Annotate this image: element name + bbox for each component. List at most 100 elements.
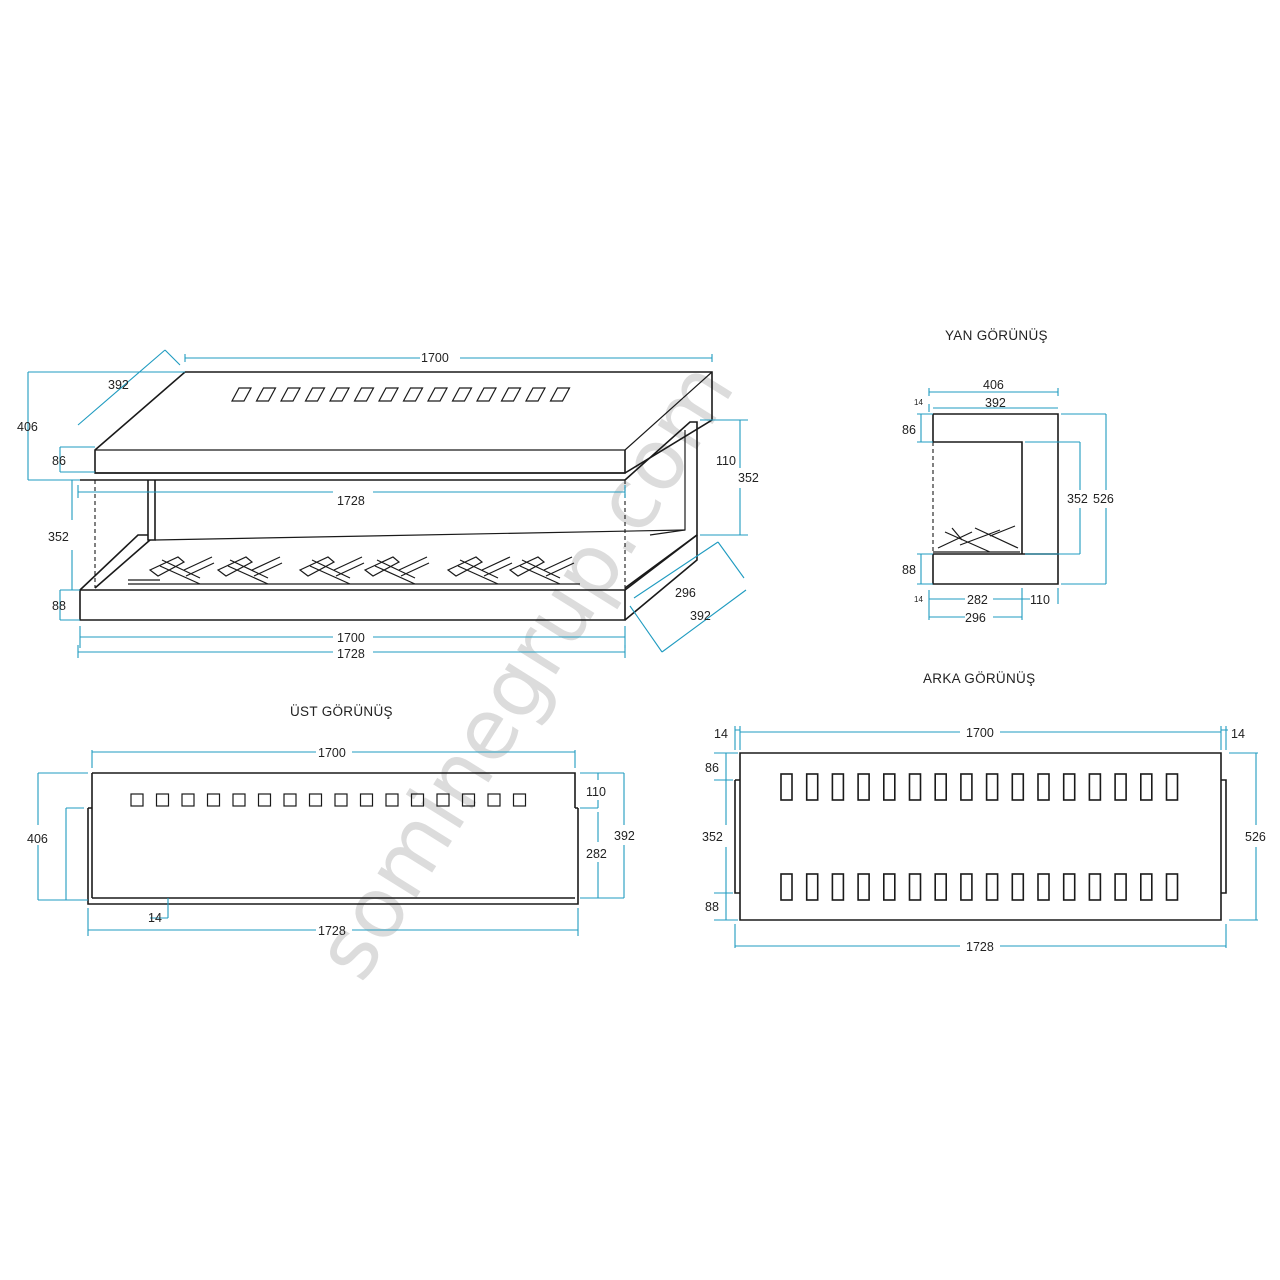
vent-square	[436, 793, 450, 807]
dim-side-tiny-top: 14	[914, 398, 923, 407]
vent-rect	[780, 873, 793, 901]
vent-rect	[1062, 773, 1076, 801]
vent-rect	[1140, 873, 1153, 901]
log-base	[128, 579, 580, 585]
dim-iso-depth-top: 392	[108, 378, 129, 392]
vent-slot	[255, 387, 277, 402]
vent-rect	[1062, 873, 1076, 901]
vent-rect	[908, 773, 922, 801]
log-piece	[363, 556, 430, 585]
dim-iso-depth-b: 392	[690, 609, 711, 623]
dim-iso-width-top: 1700	[421, 351, 449, 365]
dim-iso-right-inner: 352	[738, 471, 759, 485]
dim-side-top-height: 86	[902, 423, 916, 437]
vent-rect	[857, 873, 870, 901]
vent-rect	[805, 873, 819, 901]
vent-square	[334, 793, 348, 807]
log-piece	[446, 556, 513, 585]
dim-top-width: 1700	[318, 746, 346, 760]
dim-top-depth-110: 110	[586, 785, 606, 799]
dim-side-width-total: 406	[983, 378, 1004, 392]
vent-rect	[934, 773, 948, 801]
dim-back-total-height: 526	[1245, 830, 1266, 844]
side-view: YAN GÖRÜNÜŞ 406 392 14 86 352 526 88 14 …	[902, 328, 1114, 625]
vent-square	[410, 793, 425, 807]
dim-back-top-height: 86	[705, 761, 719, 775]
vent-rect	[1140, 773, 1153, 801]
vent-slot	[230, 387, 253, 402]
vent-slot	[475, 387, 498, 402]
dim-iso-top-height: 86	[52, 454, 66, 468]
vent-rect	[857, 773, 870, 801]
vent-rect	[1011, 873, 1025, 901]
vent-rect	[1114, 873, 1127, 901]
vent-square	[181, 793, 195, 807]
dim-iso-inner-height: 352	[48, 530, 69, 544]
dim-back-width: 1700	[966, 726, 994, 740]
dim-iso-width-bottom: 1700	[337, 631, 365, 645]
dim-side-base-height: 88	[902, 563, 916, 577]
vent-square	[155, 793, 170, 807]
vent-slot	[549, 387, 571, 402]
vent-slot	[402, 387, 424, 402]
dim-iso-right-height: 110	[716, 454, 736, 468]
dim-back-left-edge: 14	[714, 727, 728, 741]
back-view-vent-slots	[780, 773, 1179, 901]
vent-rect	[831, 773, 845, 801]
log-piece	[508, 556, 575, 585]
dim-side-inner-height: 352	[1067, 492, 1088, 506]
dim-iso-inner-width: 1728	[337, 494, 365, 508]
dim-side-282: 282	[967, 593, 988, 607]
vent-slot	[304, 387, 326, 402]
vent-rect	[805, 773, 819, 801]
top-view-title: ÜST GÖRÜNÜŞ	[290, 704, 393, 719]
dim-back-right-edge: 14	[1231, 727, 1245, 741]
dim-side-tiny-bottom: 14	[914, 595, 923, 604]
dim-side-296: 296	[965, 611, 986, 625]
vent-slot	[377, 387, 400, 402]
vent-rect	[1165, 873, 1179, 901]
vent-rect	[985, 873, 999, 901]
vent-rect	[934, 873, 948, 901]
back-view-title: ARKA GÖRÜNÜŞ	[923, 671, 1035, 686]
dim-side-width-inner: 392	[985, 396, 1006, 410]
vent-slot	[328, 387, 351, 402]
dim-back-width-total: 1728	[966, 940, 994, 954]
vent-rect	[882, 873, 896, 901]
dim-iso-depth-a: 296	[675, 586, 696, 600]
vent-rect	[960, 773, 973, 801]
dim-iso-height-total: 406	[17, 420, 38, 434]
vent-square	[206, 793, 221, 807]
back-view: ARKA GÖRÜNÜŞ 14 1700 14 86 352 88 526 17…	[702, 671, 1266, 954]
vent-rect	[1037, 773, 1050, 801]
vent-slot	[426, 387, 449, 402]
dim-top-depth-282: 282	[586, 847, 607, 861]
vent-square	[283, 793, 297, 807]
side-view-title: YAN GÖRÜNÜŞ	[945, 328, 1048, 343]
vent-rect	[960, 873, 973, 901]
vent-square	[257, 793, 272, 807]
vent-rect	[1114, 773, 1127, 801]
top-view: ÜST GÖRÜNÜŞ 1700 406 392 110 282 14 1728	[27, 704, 635, 938]
isometric-view: 1700 392 406 86 1728 352 88 110 352 296 …	[17, 349, 759, 661]
top-view-vent-slots	[130, 793, 527, 807]
vent-square	[487, 793, 501, 807]
vent-square	[308, 793, 323, 807]
vent-square	[385, 793, 399, 807]
vent-rect	[1165, 773, 1179, 801]
log-piece	[148, 556, 215, 585]
dim-top-depth-392: 392	[614, 829, 635, 843]
dim-top-edge-14: 14	[148, 911, 162, 925]
vent-square	[232, 793, 246, 807]
side-log-set-icon	[933, 525, 1020, 553]
vent-slot	[524, 387, 547, 402]
log-piece	[216, 556, 283, 585]
vent-slot	[500, 387, 522, 402]
dim-top-width-total: 1728	[318, 924, 346, 938]
vent-rect	[1088, 873, 1102, 901]
dim-back-base-height: 88	[705, 900, 719, 914]
dim-back-mid-height: 352	[702, 830, 723, 844]
vent-rect	[985, 773, 999, 801]
log-set-icon	[128, 556, 580, 585]
